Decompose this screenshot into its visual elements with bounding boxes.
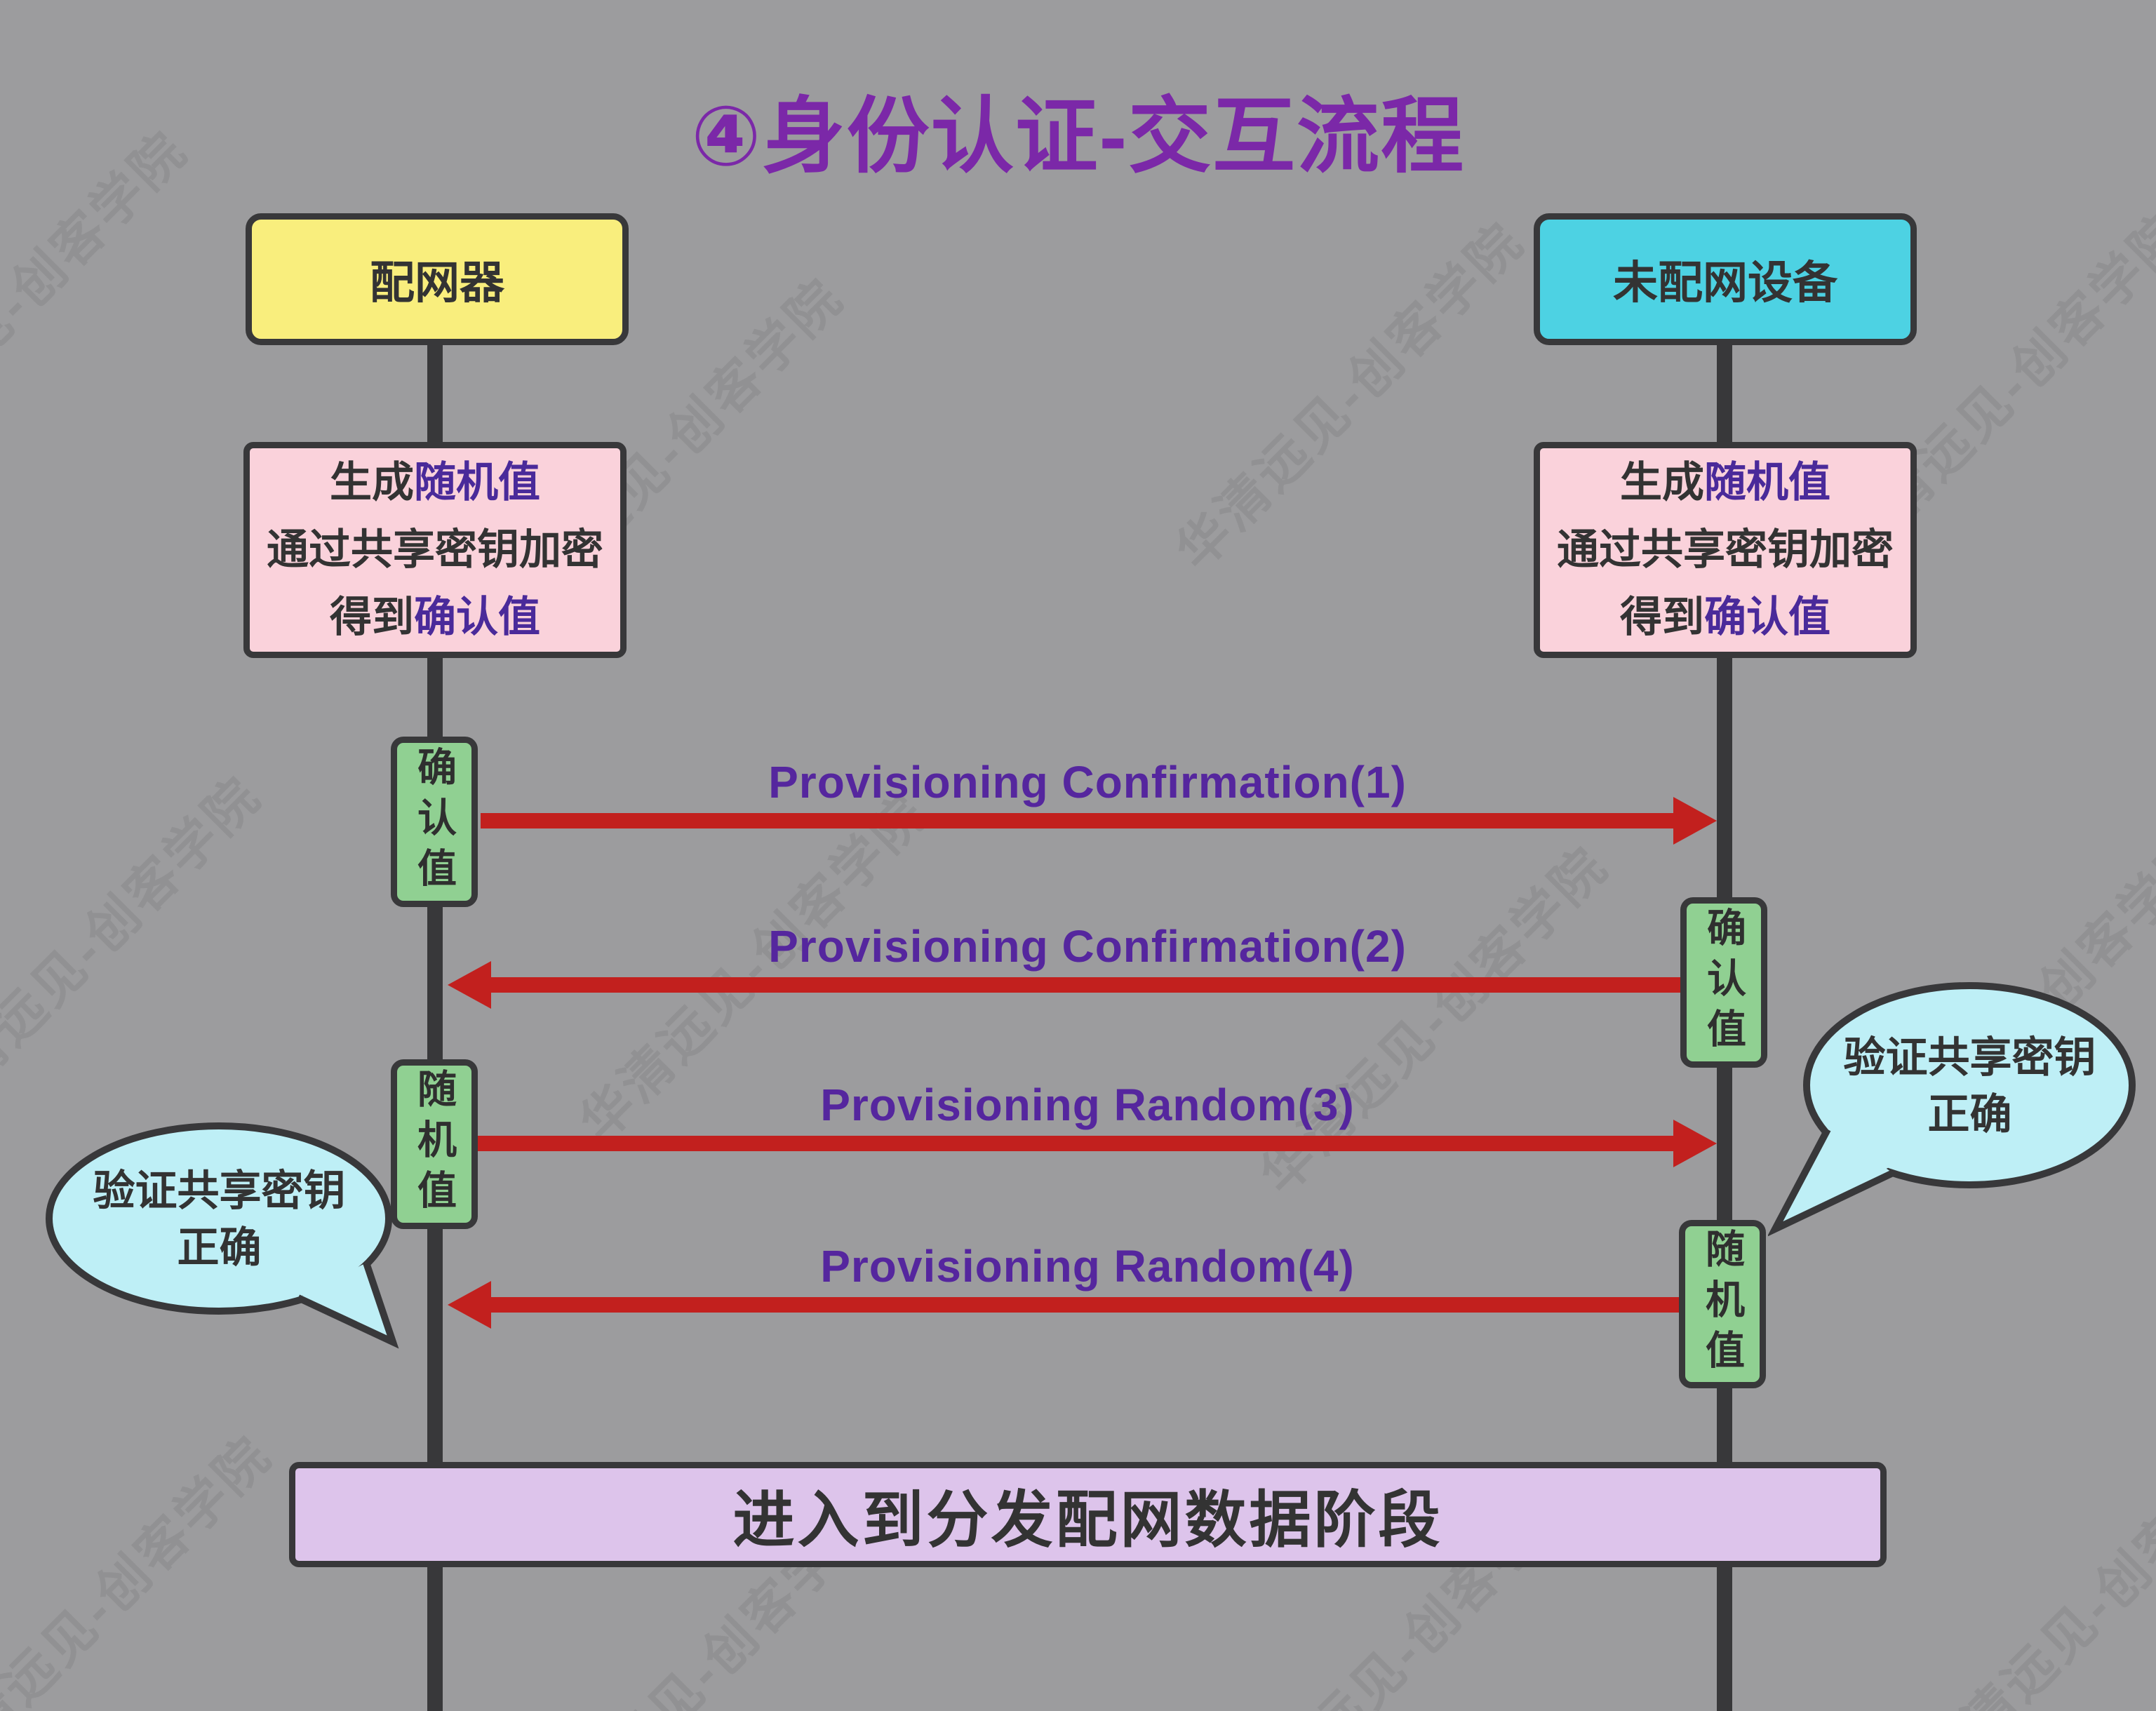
message-4-arrowhead-icon: [448, 1281, 491, 1329]
message-1-arrowhead-icon: [1673, 797, 1717, 845]
note-line-3: 得到确认值: [1620, 593, 1830, 640]
speech-bubble-icon: [46, 1122, 399, 1349]
message-4-arrow: [491, 1297, 1679, 1313]
note-provisioner: 生成随机值 通过共享密钥加密 得到确认值: [243, 442, 627, 658]
actor-device-label: 未配网设备: [1613, 257, 1837, 308]
watermark: 华清远见-创客学院: [1165, 210, 1535, 581]
message-1-arrow: [481, 813, 1673, 828]
note-line-1: 生成随机值: [330, 459, 540, 506]
bubble-text-line1: 验证共享密钥: [93, 1167, 346, 1214]
message-3-label: Provisioning Random(3): [820, 1080, 1355, 1130]
footer-banner-label: 进入到分发配网数据阶段: [732, 1484, 1443, 1555]
token-random-provisioner: 随机值: [391, 1059, 478, 1229]
message-4-label: Provisioning Random(4): [820, 1241, 1355, 1291]
note-line-3: 得到确认值: [330, 593, 540, 640]
message-2-label: Provisioning Confirmation(2): [768, 921, 1407, 972]
message-2-arrowhead-icon: [448, 961, 491, 1009]
token-confirmation-provisioner: 确认值: [391, 737, 478, 907]
bubble-text-line2: 正确: [1927, 1090, 2012, 1138]
message-1-label: Provisioning Confirmation(1): [768, 757, 1407, 807]
provisioner-lifeline: [427, 335, 443, 1711]
watermark: 华清远见-创客学院: [0, 1424, 283, 1711]
speech-bubble-icon: [1767, 982, 2136, 1237]
message-3-arrow: [478, 1136, 1673, 1151]
watermark: 华清远见-创客学院: [0, 765, 272, 1135]
page-title: ④身份认证-交互流程: [690, 90, 1466, 183]
note-line-1: 生成随机值: [1620, 459, 1830, 506]
message-3-arrowhead-icon: [1673, 1120, 1717, 1167]
footer-banner: 进入到分发配网数据阶段: [289, 1462, 1887, 1567]
bubble-verify-right: 验证共享密钥 正确: [1767, 979, 2147, 1245]
bubble-text-line1: 验证共享密钥: [1843, 1033, 2096, 1081]
bubble-text-line2: 正确: [177, 1223, 262, 1271]
token-confirmation-device: 确认值: [1680, 897, 1767, 1068]
watermark: 华清远见-创客学院: [1912, 1421, 2156, 1711]
token-random-device: 随机值: [1679, 1220, 1766, 1388]
message-2-arrow: [491, 977, 1680, 993]
actor-provisioner-label: 配网器: [370, 257, 504, 308]
note-line-2: 通过共享密钥加密: [1557, 526, 1894, 573]
actor-provisioner: 配网器: [246, 213, 629, 345]
note-device: 生成随机值 通过共享密钥加密 得到确认值: [1534, 442, 1917, 658]
note-line-2: 通过共享密钥加密: [267, 526, 603, 573]
actor-device: 未配网设备: [1534, 213, 1917, 345]
bubble-verify-left: 验证共享密钥 正确: [42, 1119, 407, 1357]
